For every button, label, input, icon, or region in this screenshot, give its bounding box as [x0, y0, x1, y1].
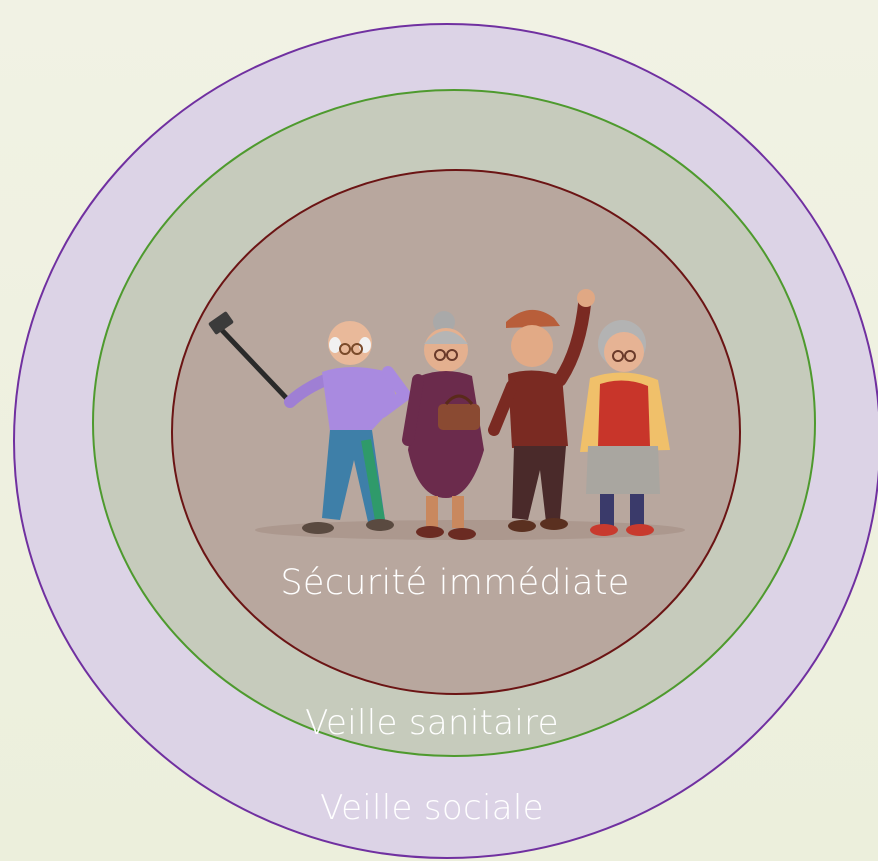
man-waving-figure: [488, 289, 595, 532]
outer-ring-label: Veille sociale: [320, 788, 544, 828]
woman-with-handbag-figure: [402, 311, 484, 540]
man-with-selfie-stick-figure: [208, 311, 414, 534]
inner-ring-label: Sécurité immédiate: [280, 563, 630, 603]
woman-red-top-figure: [580, 320, 670, 536]
elderly-group-selfie-illustration: [208, 289, 685, 540]
middle-ring-label: Veille sanitaire: [305, 703, 559, 743]
